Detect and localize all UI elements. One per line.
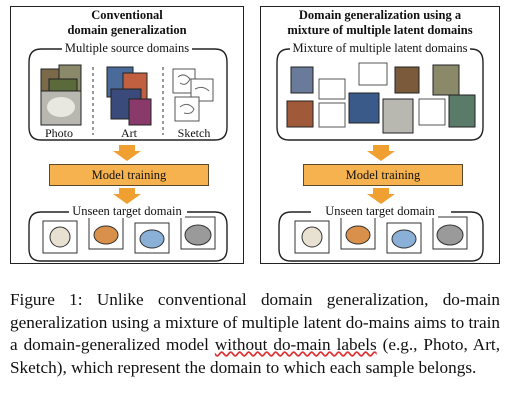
conventional-dg-panel: Conventional domain generalization xyxy=(10,6,244,264)
title-line-2: mixture of multiple latent domains xyxy=(287,23,473,37)
domain-label-sketch: Sketch xyxy=(177,126,211,140)
caption-underlined-text: without do-main labels xyxy=(214,335,377,354)
title-line-1: Domain generalization using a xyxy=(298,8,462,22)
domain-label-photo: Photo xyxy=(44,126,73,140)
title-line-1: Conventional xyxy=(91,8,163,22)
right-panel-graphics xyxy=(276,48,484,262)
panel-title: Domain generalization using a mixture of… xyxy=(261,8,499,38)
caption-text-2: (e.g., Photo, Art, Sketch), which repres… xyxy=(10,335,500,377)
figure-caption: Figure 1: Unlike conventional domain gen… xyxy=(10,289,500,379)
title-line-2: domain generalization xyxy=(67,23,187,37)
latent-domains-label: Mixture of multiple latent domains xyxy=(261,41,499,56)
target-domain-label: Unseen target domain xyxy=(11,204,243,219)
domain-label-art: Art xyxy=(121,126,137,140)
left-panel-graphics xyxy=(28,48,228,262)
caption-text-1: Figure 1: Unlike conventional domain gen… xyxy=(10,290,500,354)
mixture-dg-panel: Domain generalization using a mixture of… xyxy=(260,6,500,264)
model-training-box: Model training xyxy=(49,164,209,186)
panel-title: Conventional domain generalization xyxy=(11,8,243,38)
source-domains-label: Multiple source domains xyxy=(11,41,243,56)
target-domain-label: Unseen target domain xyxy=(261,204,499,219)
model-training-box: Model training xyxy=(303,164,463,186)
